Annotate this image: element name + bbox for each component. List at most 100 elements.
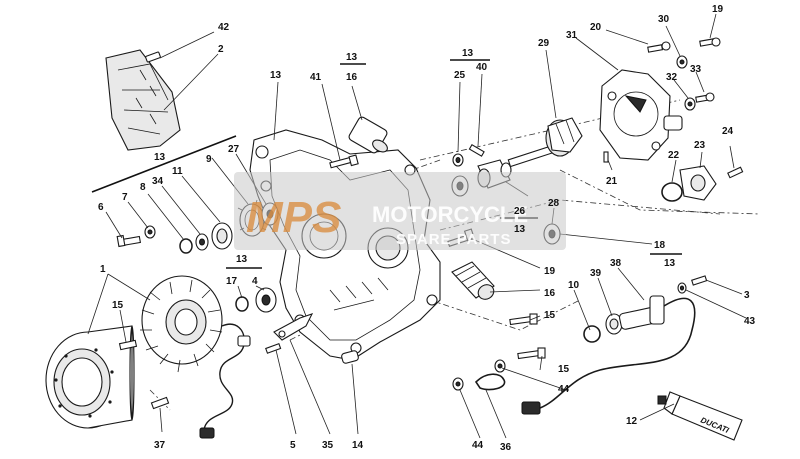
callout-17: 17 bbox=[226, 276, 238, 287]
o-ring-10[interactable] bbox=[583, 325, 601, 343]
callout-13-17-4: 13 bbox=[236, 254, 248, 265]
callout-37: 37 bbox=[154, 440, 166, 451]
callout-39: 39 bbox=[590, 268, 602, 279]
watermark-subtitle: SPARE PARTS bbox=[396, 231, 511, 248]
callout-27: 27 bbox=[228, 144, 240, 155]
screw-3[interactable] bbox=[691, 275, 708, 286]
callout-3: 3 bbox=[744, 290, 750, 301]
bolt-15-right-bottom[interactable] bbox=[517, 347, 546, 360]
callout-44-bottom: 44 bbox=[472, 440, 484, 451]
circlip-17[interactable] bbox=[235, 296, 249, 312]
seal-39[interactable] bbox=[605, 313, 623, 335]
callout-1: 1 bbox=[100, 264, 106, 275]
callout-16-bush: 16 bbox=[346, 72, 358, 83]
bearing-11[interactable] bbox=[211, 222, 233, 250]
callout-13-main: 13 bbox=[270, 70, 282, 81]
callout-6: 6 bbox=[98, 202, 104, 213]
callout-43: 43 bbox=[744, 316, 756, 327]
bolt-19-top[interactable] bbox=[699, 37, 721, 47]
hose-fitting-16[interactable] bbox=[451, 261, 496, 302]
callout-7: 7 bbox=[122, 192, 128, 203]
callout-22: 22 bbox=[668, 150, 680, 161]
callout-20: 20 bbox=[590, 22, 602, 33]
callout-21: 21 bbox=[606, 176, 618, 187]
callout-13-top: 13 bbox=[462, 48, 474, 59]
callout-16-fitting: 16 bbox=[544, 288, 556, 299]
callout-13-18: 13 bbox=[664, 258, 676, 269]
bolt-15-left[interactable] bbox=[118, 339, 138, 351]
washer-25[interactable] bbox=[452, 153, 464, 167]
callout-19-top: 19 bbox=[712, 4, 724, 15]
watermark: MPS MOTORCYCLE SPARE PARTS bbox=[234, 172, 566, 250]
o-ring-22[interactable] bbox=[661, 182, 683, 202]
watermark-title: MOTORCYCLE bbox=[372, 202, 528, 227]
screw-40[interactable] bbox=[468, 144, 485, 157]
callout-18: 18 bbox=[654, 240, 666, 251]
bush-16[interactable] bbox=[348, 116, 390, 155]
pickup-sensor-38[interactable] bbox=[521, 295, 696, 415]
washer-30[interactable] bbox=[676, 55, 688, 69]
callout-34: 34 bbox=[152, 176, 164, 187]
group-bar-13-left bbox=[91, 135, 237, 193]
screw-24[interactable] bbox=[727, 166, 744, 179]
rotor-flywheel[interactable] bbox=[45, 325, 135, 429]
callout-44-right: 44 bbox=[558, 384, 570, 395]
callout-41: 41 bbox=[310, 72, 322, 83]
callout-9: 9 bbox=[206, 154, 212, 165]
callout-8: 8 bbox=[140, 182, 146, 193]
callout-36: 36 bbox=[500, 442, 512, 453]
pin-21[interactable] bbox=[603, 151, 609, 163]
callout-25: 25 bbox=[454, 70, 466, 81]
callout-23: 23 bbox=[694, 140, 706, 151]
flange-23[interactable] bbox=[679, 165, 717, 201]
pump-cover-31[interactable] bbox=[599, 69, 683, 161]
callout-33: 33 bbox=[690, 64, 702, 75]
callout-11: 11 bbox=[172, 166, 183, 177]
callout-29: 29 bbox=[538, 38, 550, 49]
callout-13-26: 13 bbox=[514, 224, 526, 235]
callout-35: 35 bbox=[322, 440, 334, 451]
leader-lines bbox=[87, 13, 747, 439]
washer-44-a[interactable] bbox=[452, 377, 464, 391]
washer-44-b[interactable] bbox=[494, 359, 506, 373]
watermark-logo: MPS bbox=[246, 193, 341, 242]
callout-28: 28 bbox=[548, 198, 560, 209]
screw-5[interactable] bbox=[265, 343, 282, 354]
callout-26: 26 bbox=[514, 206, 526, 217]
callout-24: 24 bbox=[722, 126, 734, 137]
callout-4: 4 bbox=[252, 276, 258, 287]
bolt-42[interactable] bbox=[145, 51, 161, 63]
sprocket-cover[interactable] bbox=[105, 49, 181, 151]
callout-15-right-bottom: 15 bbox=[558, 364, 570, 375]
sealant-tube-12[interactable]: DUCATI bbox=[657, 391, 743, 441]
callout-10: 10 bbox=[568, 280, 580, 291]
washer-34[interactable] bbox=[195, 233, 209, 251]
bearing-4[interactable] bbox=[255, 287, 277, 313]
clamp-36[interactable] bbox=[474, 373, 506, 391]
stator[interactable] bbox=[140, 275, 223, 373]
bolt-41[interactable] bbox=[329, 154, 359, 169]
callout-5: 5 bbox=[290, 440, 296, 451]
callout-38: 38 bbox=[610, 258, 622, 269]
washer-32[interactable] bbox=[684, 97, 696, 111]
washer-43[interactable] bbox=[677, 282, 687, 294]
stator-wire-harness[interactable] bbox=[199, 323, 251, 439]
callout-13-bush: 13 bbox=[346, 52, 358, 63]
clip-35[interactable] bbox=[273, 313, 314, 341]
washer-7[interactable] bbox=[144, 225, 156, 239]
callout-2: 2 bbox=[218, 44, 224, 55]
circlip-8[interactable] bbox=[179, 238, 193, 254]
dowel-14[interactable] bbox=[341, 350, 359, 364]
callout-15-left: 15 bbox=[112, 300, 124, 311]
bolt-33[interactable] bbox=[695, 92, 715, 103]
bolt-37[interactable] bbox=[150, 396, 170, 410]
pump-shaft-29[interactable] bbox=[507, 117, 583, 168]
bolt-20[interactable] bbox=[647, 41, 671, 53]
callout-30: 30 bbox=[658, 14, 670, 25]
callout-15-right-top: 15 bbox=[544, 310, 556, 321]
callout-42: 42 bbox=[218, 22, 230, 33]
bolt-6[interactable] bbox=[116, 234, 142, 248]
callout-31: 31 bbox=[566, 30, 578, 41]
